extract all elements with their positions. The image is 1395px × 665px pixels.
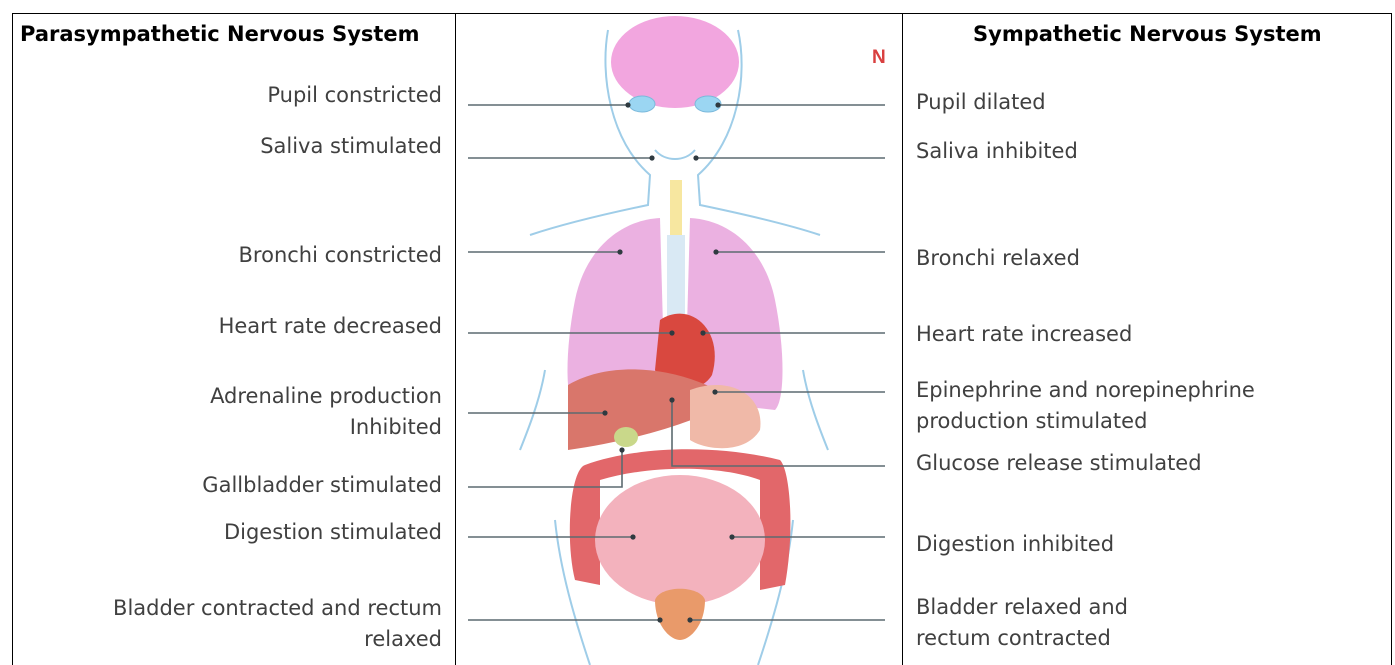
left-eye <box>629 96 655 112</box>
trachea <box>670 180 682 240</box>
brain <box>611 16 739 108</box>
small-intestine <box>595 475 765 605</box>
watermark-n: N <box>872 47 886 68</box>
bladder <box>655 589 705 640</box>
bronchial-tube <box>667 235 685 325</box>
gallbladder <box>614 427 638 447</box>
